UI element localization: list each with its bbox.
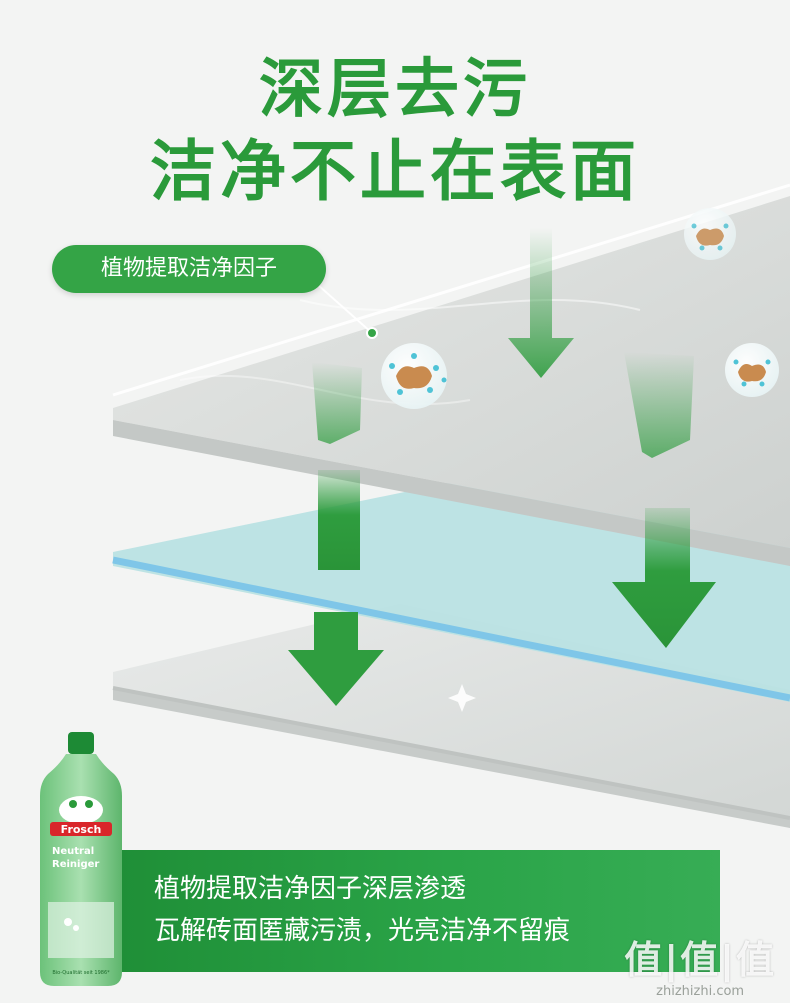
arrow-down-icon: [612, 508, 716, 648]
arrow-down-icon: [508, 228, 574, 378]
watermark-url: zhizhizhi.com: [656, 984, 745, 999]
top-arrows: [312, 228, 694, 458]
benefit-banner: 植物提取洁净因子深层渗透 瓦解砖面匿藏污渍，光亮洁净不留痕: [120, 850, 720, 972]
arrow-shaft-icon: [318, 470, 360, 570]
sparkle-icon: [448, 684, 476, 712]
brand-name: Frosch: [61, 823, 102, 836]
headline-line-2: 洁净不止在表面: [150, 133, 640, 210]
plant-extract-callout: 植物提取洁净因子: [52, 245, 326, 293]
dirt-bubble-icon: [381, 343, 447, 409]
arrow-down-icon: [288, 612, 384, 706]
arrow-down-icon: [312, 362, 362, 444]
frog-logo-icon: [59, 796, 103, 824]
callout-connector: [317, 284, 378, 339]
banner-line-1: 植物提取洁净因子深层渗透: [154, 874, 467, 904]
product-name-2: Reiniger: [52, 859, 99, 870]
dirt-bubble-icon: [725, 343, 779, 397]
dirt-bubble-icon: [684, 208, 736, 260]
dirt-bubbles: [381, 208, 779, 409]
watermark-mark: 值|值|值: [624, 938, 776, 982]
banner-line-2: 瓦解砖面匿藏污渍，光亮洁净不留痕: [154, 916, 571, 946]
watermark: 值|值|值 zhizhizhi.com: [624, 929, 776, 999]
product-name-1: Neutral: [52, 846, 94, 857]
brand-label-bg: [50, 822, 112, 836]
product-bottle-image: Frosch Neutral Reiniger Bio-Qualität sei…: [40, 732, 122, 986]
bottle-cap: [68, 732, 94, 754]
product-footer: Bio-Qualität seit 1986*: [52, 970, 110, 976]
arrow-down-icon: [624, 352, 694, 458]
headline-line-1: 深层去污: [259, 53, 531, 127]
penetration-arrows: [288, 470, 716, 706]
